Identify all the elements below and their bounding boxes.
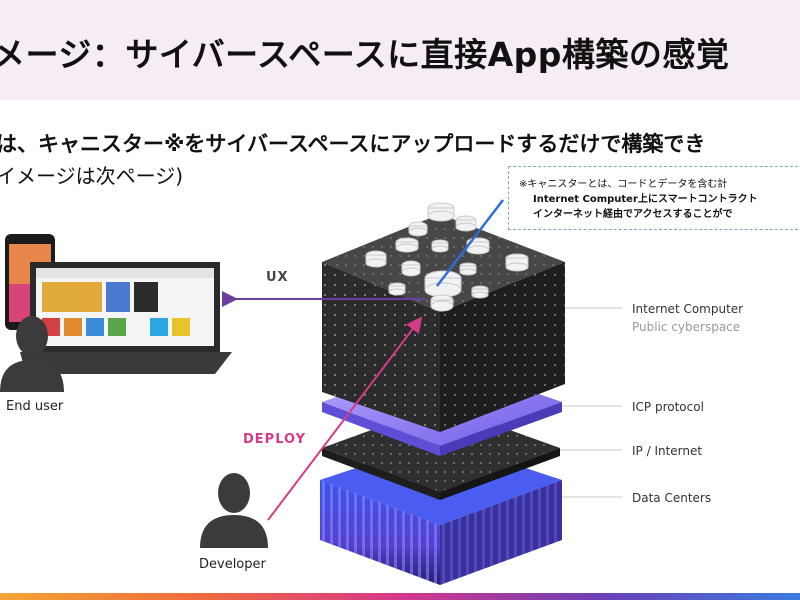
- deploy-arrow: [267, 316, 423, 521]
- developer-label: Developer: [199, 557, 266, 572]
- end-user-devices: [5, 234, 232, 374]
- lead-text-line-1: は、キャニスター※をサイバースペースにアップロードするだけで構築でき: [0, 132, 706, 156]
- note-line-2: Internet Computer上にスマートコントラクト: [533, 194, 758, 205]
- ux-label: UX: [266, 270, 289, 285]
- developer-figure: [200, 473, 268, 548]
- end-user-figure: [0, 316, 64, 392]
- note-line-3: インターネット経由でアクセスすることがで: [533, 209, 733, 220]
- internet-computer-label: Internet Computer: [632, 302, 744, 316]
- lead-text-line-2: イメージは次ページ): [0, 164, 184, 188]
- end-user-label: End user: [6, 399, 64, 414]
- canister-callout-line: [436, 199, 504, 287]
- internet-computer-cube: [322, 214, 565, 432]
- canister-cylinders: [365, 202, 529, 312]
- canister-note-box: ※キャニスターとは、コードとデータを含む計 Internet Computer上…: [508, 166, 800, 230]
- public-cyberspace-label: Public cyberspace: [632, 320, 741, 334]
- layer-leader-lines: [560, 307, 622, 498]
- deploy-label: DEPLOY: [243, 432, 307, 447]
- slide-title: メージ：サイバースペースに直接App構築の感覚: [0, 35, 730, 74]
- title-banner: [0, 0, 800, 100]
- data-centers-label: Data Centers: [632, 491, 712, 505]
- note-line-1: ※キャニスターとは、コードとデータを含む計: [519, 179, 728, 190]
- footer-gradient-bar: [0, 593, 800, 600]
- ip-internet-label: IP / Internet: [632, 444, 703, 458]
- icp-protocol-label: ICP protocol: [632, 400, 704, 414]
